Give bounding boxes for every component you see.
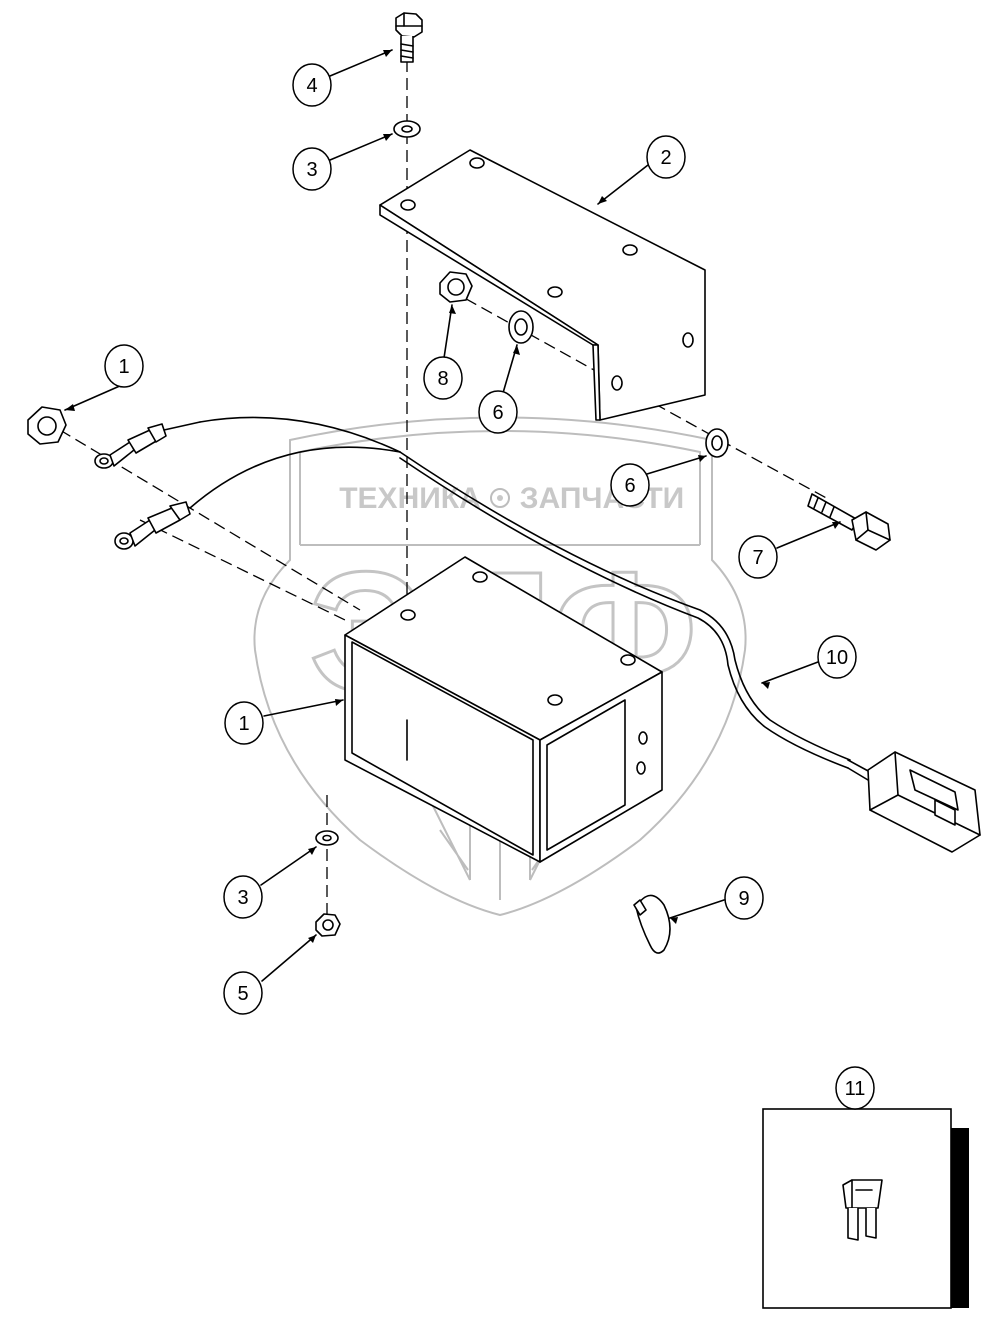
washer-lower xyxy=(705,428,729,458)
watermark-text-right: ЗАПЧАСТИ xyxy=(520,482,684,515)
callout-3-bottom: 3 xyxy=(223,875,263,919)
callout-3-top: 3 xyxy=(292,147,332,191)
callout-7-label: 7 xyxy=(752,547,763,569)
clip xyxy=(633,894,671,954)
fuse-holder-box xyxy=(344,556,663,863)
leader-lines xyxy=(64,49,856,1110)
callout-11: 11 xyxy=(835,1066,875,1110)
callout-5: 5 xyxy=(223,971,263,1015)
callout-3-bottom-label: 3 xyxy=(237,887,248,909)
callout-3-top-label: 3 xyxy=(306,159,317,181)
callout-1-nut-label: 1 xyxy=(118,356,129,378)
callout-11-label: 11 xyxy=(845,1078,866,1100)
ring-terminal-upper xyxy=(94,421,201,469)
callout-2: 2 xyxy=(646,135,686,179)
callout-4-label: 4 xyxy=(306,75,317,97)
callout-6-lower-label: 6 xyxy=(624,475,635,497)
callout-10-label: 10 xyxy=(826,647,848,669)
bolt-top xyxy=(395,12,423,63)
callout-6-lower: 6 xyxy=(610,463,650,507)
nut-left xyxy=(27,406,67,445)
nut-bottom xyxy=(315,913,341,937)
washer-bottom xyxy=(315,830,339,846)
callout-10: 10 xyxy=(817,635,857,679)
callout-1-nut: 1 xyxy=(104,344,144,388)
callout-7: 7 xyxy=(738,535,778,579)
bracket xyxy=(379,149,706,421)
callout-6-upper-label: 6 xyxy=(492,402,503,424)
washer-top xyxy=(393,120,421,138)
wire-connector xyxy=(867,751,981,853)
fuse-inset xyxy=(762,1108,969,1309)
watermark-gear-icon xyxy=(490,488,510,508)
callout-9: 9 xyxy=(724,876,764,920)
nut-upper xyxy=(439,271,473,303)
callout-1-box-label: 1 xyxy=(238,713,249,735)
wire-harness xyxy=(189,416,871,781)
callout-1-box: 1 xyxy=(224,701,264,745)
callout-8-label: 8 xyxy=(437,368,448,390)
callout-6-upper: 6 xyxy=(478,390,518,434)
ring-terminal-lower xyxy=(114,501,191,550)
bolt-side xyxy=(807,493,891,551)
callout-4: 4 xyxy=(292,63,332,107)
callout-8: 8 xyxy=(423,356,463,400)
callout-9-label: 9 xyxy=(738,888,749,910)
callout-2-label: 2 xyxy=(660,147,671,169)
washer-upper xyxy=(508,310,534,344)
watermark-text-left: ТЕХНИКА xyxy=(339,482,481,515)
fuse-icon xyxy=(842,1179,883,1241)
callout-5-label: 5 xyxy=(237,983,248,1005)
